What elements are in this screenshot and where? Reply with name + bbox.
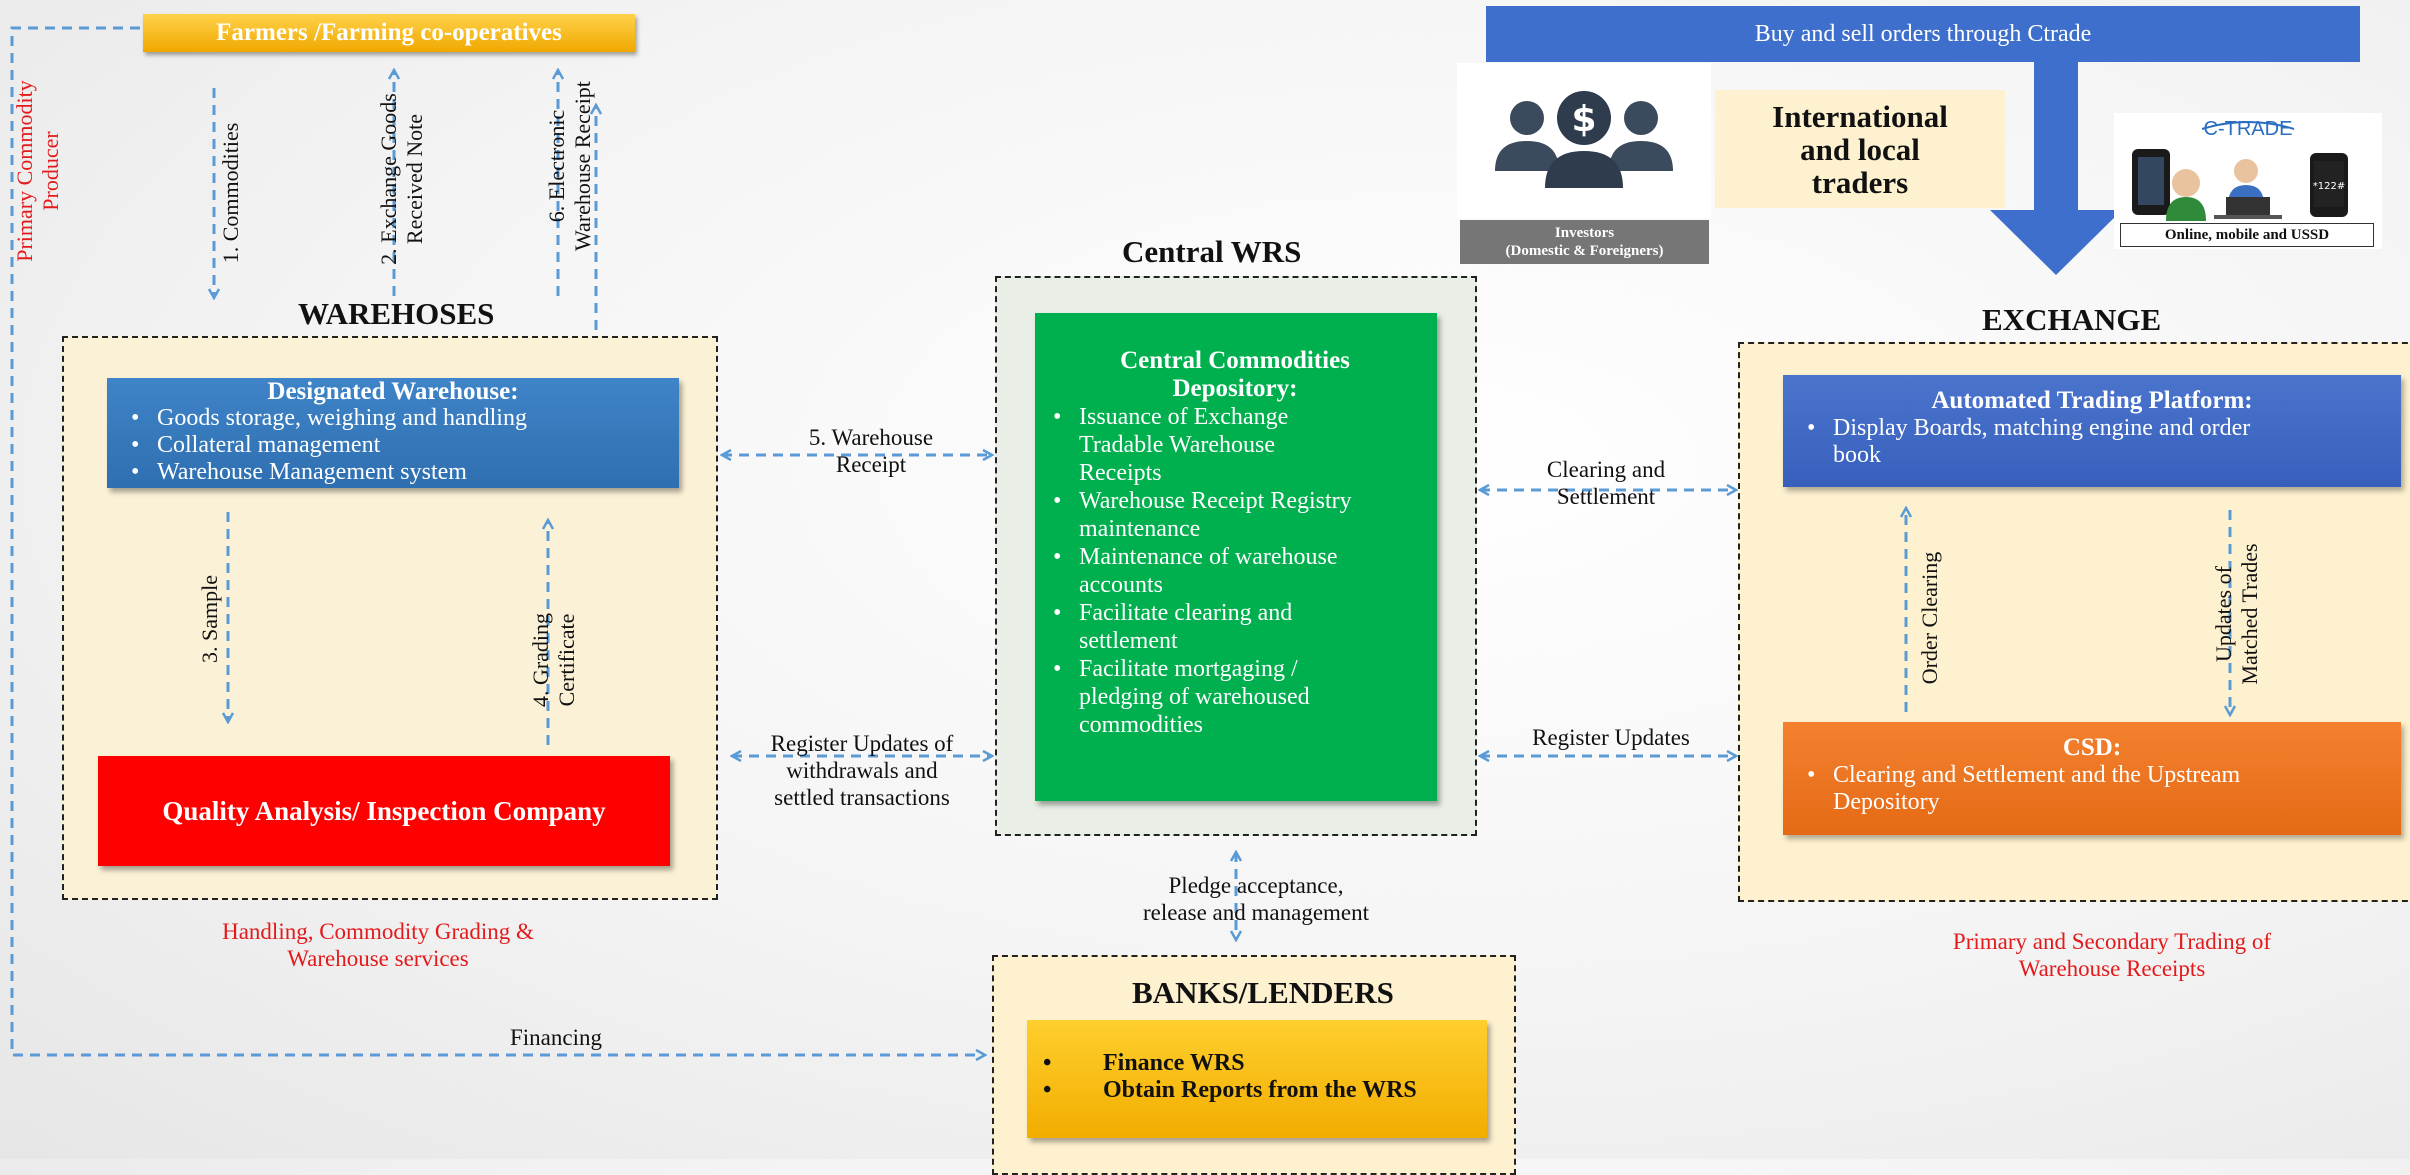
pledge-label: Pledge acceptance,release and management (1142, 873, 1370, 925)
order-clearing-label: Order Clearing (1917, 551, 1942, 685)
csd-item: Clearing and Settlement and the Upstream… (1797, 762, 2387, 816)
designated-warehouse-box: Designated Warehouse: Goods storage, wei… (107, 378, 679, 488)
investors-image: $ (1457, 63, 1711, 218)
central-wrs-title: Central WRS (1122, 234, 1302, 269)
register-updates-label: Register Updates (1532, 725, 1690, 750)
designated-warehouse-item: Goods storage, weighing and handling (121, 405, 665, 432)
svg-text:$: $ (1571, 99, 1596, 140)
designated-warehouse-item: Collateral management (121, 432, 665, 459)
ctrade-caption: Online, mobile and USSD (2120, 223, 2374, 247)
farmers-cooperatives-box: Farmers /Farming co-operatives (143, 14, 635, 52)
quality-analysis-box: Quality Analysis/ Inspection Company (98, 756, 670, 866)
finance-box: Finance WRS Obtain Reports from the WRS (1027, 1020, 1487, 1138)
designated-warehouse-item: Warehouse Management system (121, 459, 665, 486)
buy-sell-bar: Buy and sell orders through Ctrade (1486, 6, 2360, 62)
ussd-code-text: *122# (2313, 181, 2345, 192)
ctrade-devices-icon: C-TRADE *122# (2132, 118, 2348, 221)
central-depository-item: Facilitate mortgaging /pledging of wareh… (1043, 655, 1427, 739)
finance-item: Obtain Reports from the WRS (1027, 1077, 1487, 1104)
commodities-label: 1. Commodities (218, 122, 243, 264)
buy-sell-down-arrow (1990, 62, 2122, 275)
ctrade-logo: C-TRADE *122# Online, mobile and USSD (2114, 113, 2382, 249)
atp-item: Display Boards, matching engine and orde… (1797, 415, 2387, 469)
investors-icon: $ (1495, 91, 1673, 188)
financing-label: Financing (510, 1025, 602, 1050)
warehouses-caption: Handling, Commodity Grading &Warehouse s… (222, 919, 534, 971)
banks-title: BANKS/LENDERS (1132, 975, 1394, 1010)
warehouses-title: WAREHOSES (298, 296, 495, 331)
sample-label: 3. Sample (197, 575, 222, 663)
csd-box: CSD: Clearing and Settlement and the Ups… (1783, 722, 2401, 835)
register-withdrawals-label: Register Updates of withdrawals and sett… (770, 731, 954, 810)
investors-caption: Investors(Domestic & Foreigners) (1460, 220, 1709, 264)
finance-item: Finance WRS (1027, 1050, 1487, 1077)
automated-trading-platform-box: Automated Trading Platform: Display Boar… (1783, 375, 2401, 487)
exchange-title: EXCHANGE (1982, 302, 2162, 337)
